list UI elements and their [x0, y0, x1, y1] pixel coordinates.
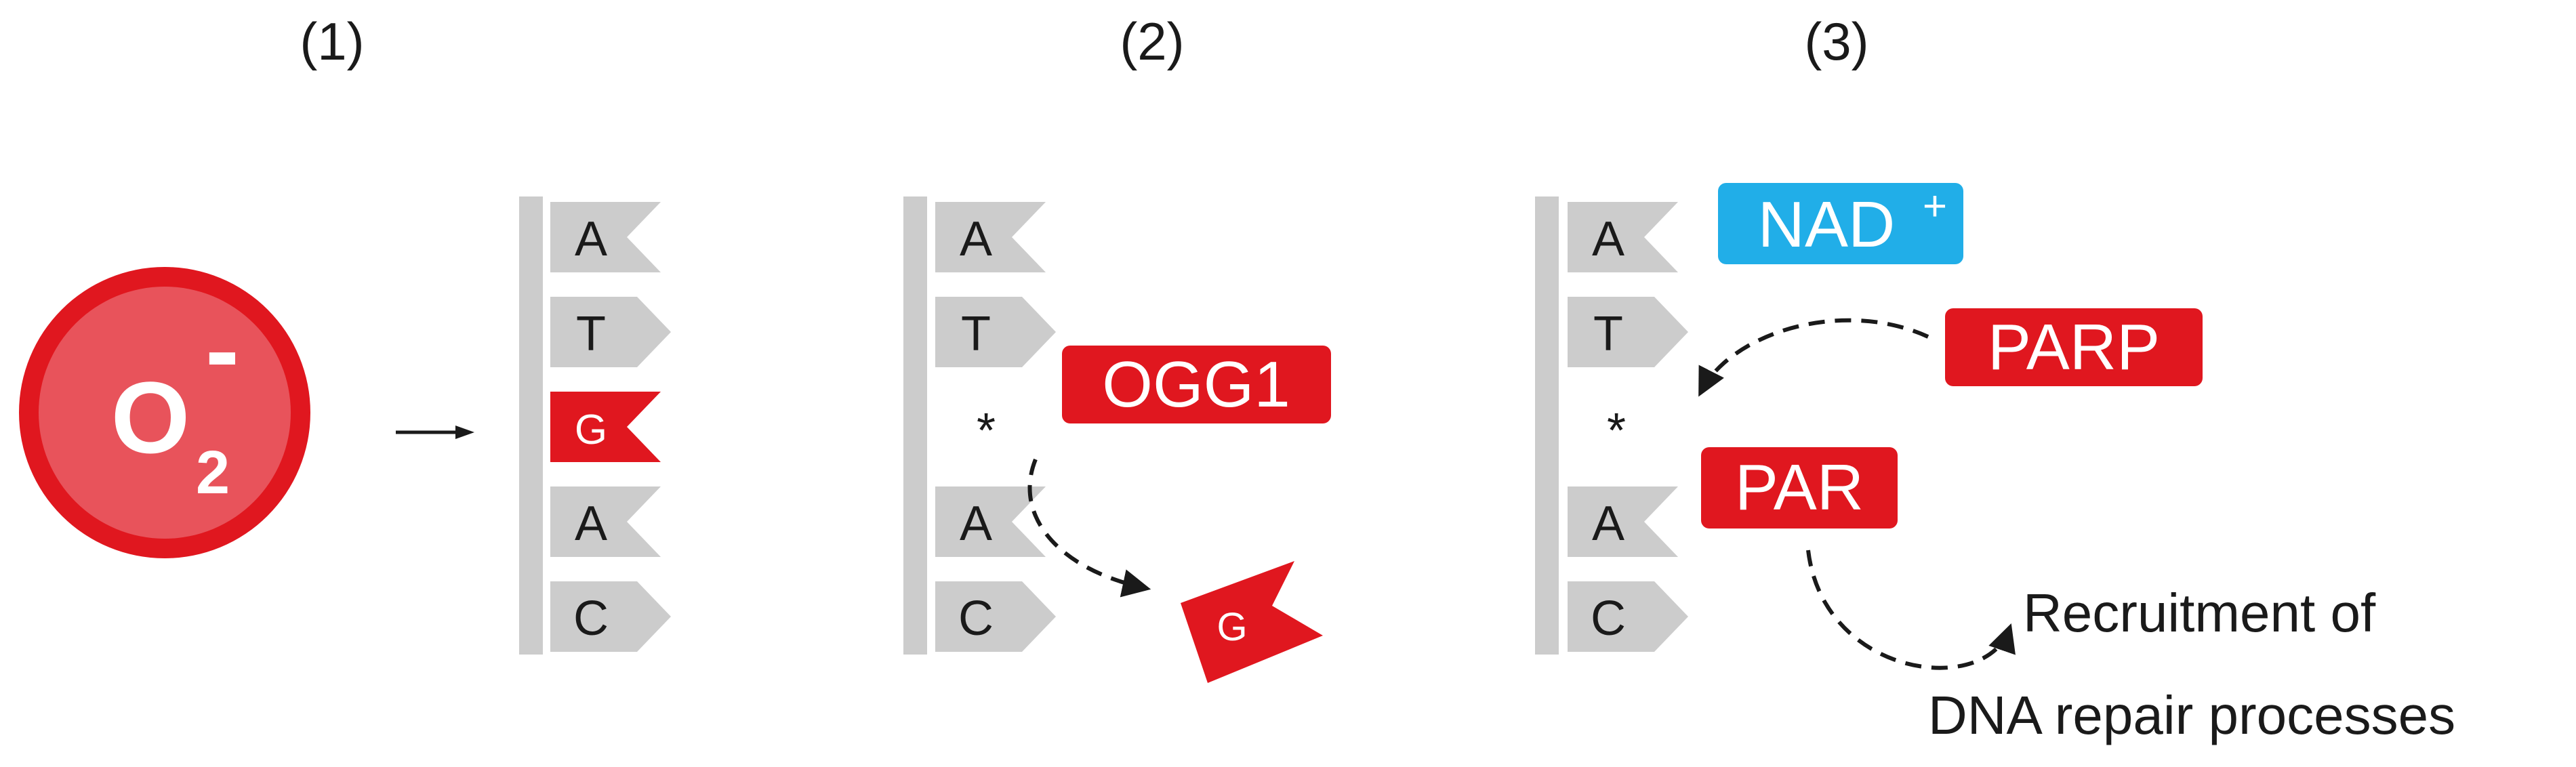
- dashed-curved-arrow-icon: [1698, 318, 1929, 397]
- dashed-curved-arrow-icon: [1027, 458, 1151, 598]
- panel-3-label: (3): [1804, 12, 1868, 71]
- dna-strand-2: A T * A C: [903, 196, 1056, 655]
- panel-1-label: (1): [300, 12, 364, 71]
- base-2-4: A: [935, 486, 1046, 557]
- base-1-3-damaged-guanine: G: [550, 392, 661, 462]
- outcome-text-line-2: DNA repair processes: [1928, 685, 2455, 745]
- parp-box: [1945, 308, 2203, 386]
- base-2-1: A: [935, 202, 1046, 272]
- base-3-1: A: [1568, 202, 1678, 272]
- nad-box: [1718, 183, 1963, 264]
- svg-text:T: T: [961, 307, 991, 361]
- base-2-2: T: [935, 297, 1056, 367]
- svg-text:C: C: [573, 592, 609, 646]
- svg-text:A: A: [575, 212, 607, 266]
- dna-strand-3: A T * A C: [1535, 196, 1688, 655]
- par-text: PAR: [1735, 451, 1864, 524]
- excised-guanine: G: [1181, 561, 1323, 683]
- parp-text: PARP: [1988, 311, 2160, 384]
- svg-text:A: A: [960, 497, 992, 551]
- par-box: [1701, 447, 1898, 528]
- superoxide-radical: O 2 -: [19, 267, 310, 558]
- base-2-5: C: [935, 581, 1056, 652]
- base-1-2: T: [550, 297, 671, 367]
- nad-superscript: +: [1923, 183, 1947, 230]
- svg-text:A: A: [1592, 497, 1624, 551]
- ogg1-box: [1062, 346, 1331, 423]
- superoxide-inner-disc: [39, 287, 291, 539]
- ogg1-label: OGG1: [1062, 346, 1331, 423]
- base-1-1: A: [550, 202, 661, 272]
- svg-text:C: C: [958, 592, 994, 646]
- dna-backbone: [519, 196, 543, 655]
- dashed-curved-arrow-icon: [1806, 550, 2016, 670]
- svg-text:T: T: [576, 307, 606, 361]
- nad-label: NAD +: [1718, 183, 1963, 264]
- superoxide-charge: -: [205, 293, 239, 407]
- dna-backbone: [903, 196, 927, 655]
- parp-label: PARP: [1945, 308, 2203, 386]
- svg-text:G: G: [575, 407, 607, 453]
- abasic-site-marker: *: [977, 404, 996, 458]
- svg-text:T: T: [1593, 307, 1623, 361]
- nad-text: NAD: [1758, 188, 1896, 261]
- dna-strand-1: A T G A C: [519, 196, 671, 655]
- base-1-4: A: [550, 486, 661, 557]
- svg-text:A: A: [575, 497, 607, 551]
- panel-2-label: (2): [1120, 12, 1184, 71]
- outcome-text-line-1: Recruitment of: [2023, 583, 2376, 643]
- base-3-2: T: [1568, 297, 1688, 367]
- excised-guanine-letter: G: [1217, 605, 1247, 649]
- superoxide-symbol: O: [111, 360, 190, 474]
- dna-backbone: [1535, 196, 1559, 655]
- right-arrow-icon: [396, 426, 474, 439]
- svg-text:A: A: [960, 212, 992, 266]
- abasic-site-marker: *: [1607, 404, 1626, 458]
- excised-guanine-shape: [1181, 561, 1323, 683]
- par-label: PAR: [1701, 447, 1898, 528]
- ogg1-text: OGG1: [1102, 348, 1290, 421]
- base-1-5: C: [550, 581, 671, 652]
- base-3-4: A: [1568, 486, 1678, 557]
- svg-text:C: C: [1591, 592, 1626, 646]
- superoxide-subscript: 2: [196, 439, 230, 507]
- svg-text:A: A: [1592, 212, 1624, 266]
- base-3-5: C: [1568, 581, 1688, 652]
